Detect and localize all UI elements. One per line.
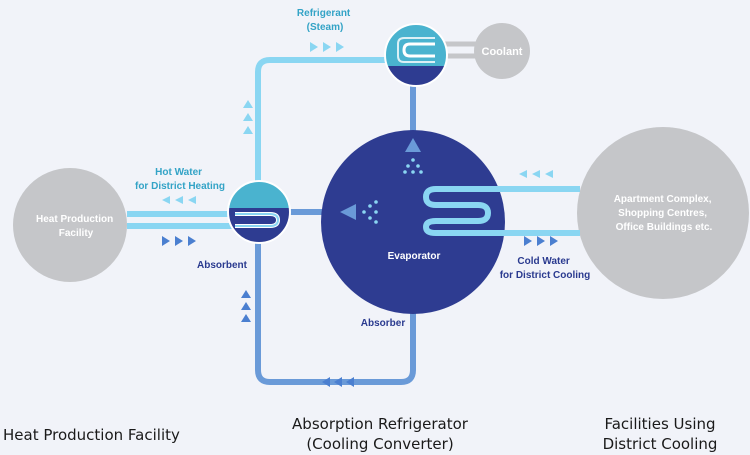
spray-droplets-top [403,158,423,174]
heat-production-label-1: Heat Production [36,214,113,225]
caption-heat-production: Heat Production Facility [3,425,180,445]
svg-text:Apartment Complex, Shoppin: Apartment Complex, Shopping Centres, Off… [614,194,715,233]
refrigerant-label-1: Refrigerant [297,8,351,19]
condenser-coil [402,42,435,58]
flow-arrows-up-left [243,100,253,134]
svg-text:Cold Water for District Co: Cold Water for District Cooling [500,256,591,281]
evaporator-label: Evaporator [388,251,441,262]
spray-nozzle-top [405,138,421,152]
evaporator-coil [422,186,580,236]
caption-right-line-2: District Cooling [602,435,718,453]
caption-mid-line-2: (Cooling Converter) [306,435,454,453]
absorber-label: Absorber [361,318,406,329]
spray-nozzle-side [340,204,356,220]
facilities-label-2: Shopping Centres, [618,208,707,219]
hot-water-label-1: Hot Water [155,167,202,178]
coolant-label: Coolant [482,46,523,58]
cold-water-label-2: for District Cooling [500,270,591,281]
facilities-node [577,127,749,299]
hot-water-label-2: for District Heating [135,181,225,192]
cold-water-label-1: Cold Water [517,256,570,267]
flow-arrows-cold-supply [524,236,558,246]
flow-arrows-refrigerant [310,42,344,52]
spray-droplets-side [362,200,378,224]
flow-arrows-hot-supply [162,236,196,246]
hot-water-pipes [127,211,235,229]
caption-mid-line-1: Absorption Refrigerator [292,415,468,433]
refrigerant-label-2: (Steam) [307,22,344,33]
flow-arrows-bottom [322,377,354,387]
caption-heat-production-text: Heat Production Facility [3,426,180,444]
caption-facilities: Facilities Using District Cooling [590,414,730,454]
svg-text:Refrigerant (Steam): Refrigerant (Steam) [297,8,353,33]
heat-production-node [13,168,127,282]
caption-right-line-1: Facilities Using [604,415,716,433]
facilities-label-1: Apartment Complex, [614,194,712,205]
caption-absorption-refrigerator: Absorption Refrigerator (Cooling Convert… [285,414,475,454]
flow-arrows-cold-return [519,170,553,178]
flow-arrows-hot-return [162,196,196,204]
flow-arrows-up-lower [241,290,251,322]
evaporator-chamber [321,130,505,314]
svg-text:Hot Water for District Hea: Hot Water for District Heating [135,167,225,192]
absorbent-label: Absorbent [197,260,248,271]
facilities-label-3: Office Buildings etc. [616,222,713,233]
heat-production-label-2: Facility [59,228,94,239]
svg-text:Heat Production Facility: Heat Production Facility [36,214,116,239]
coolant-node [474,23,530,79]
refrigerant-pipe [255,57,385,190]
